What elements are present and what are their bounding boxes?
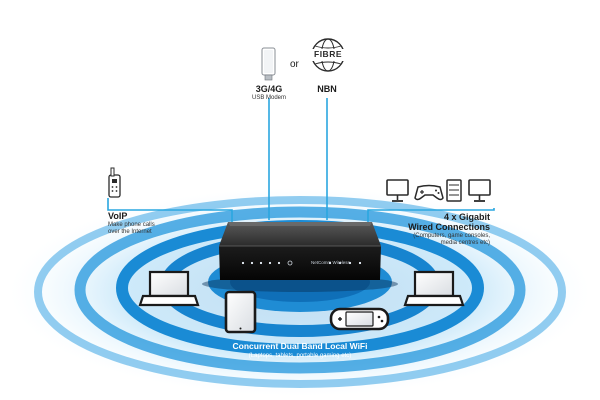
wifi-subtitle: (Laptops, tablets, portable gaming etc) (248, 353, 352, 359)
gamepad-icon (414, 184, 444, 201)
laptop-icon (138, 270, 200, 307)
laptop-icon (403, 270, 465, 307)
brand-logo-icon (287, 260, 293, 266)
modem-subtitle: USB Modem (251, 95, 286, 101)
wired-title-line1: 4 x Gigabit (443, 212, 490, 222)
connection-lines (107, 98, 495, 222)
router-status-lights (241, 261, 362, 265)
voip-line1: Make phone calls (108, 222, 155, 228)
voip-line2: over the Internet (108, 229, 152, 235)
tablet-icon (224, 290, 257, 334)
wired-wire (367, 208, 495, 222)
voip-wire (107, 198, 233, 222)
wired-desc-line2: media centres etc) (440, 240, 490, 246)
or-label: or (290, 59, 299, 70)
router-brand: NetComm Wireless (311, 260, 350, 265)
voip-title: VoIP (108, 211, 128, 221)
usb-modem-icon (261, 47, 276, 81)
wired-desc-line1: (Computers, game consoles, (413, 233, 490, 239)
fibre-globe-icon (309, 38, 347, 72)
media-centre-icon (446, 179, 462, 202)
fibre-badge: FIBRE (314, 49, 342, 59)
nbn-title: NBN (317, 84, 337, 94)
wired-title-line2: Wired Connections (408, 222, 490, 232)
phone-icon (108, 167, 121, 198)
modem-title: 3G/4G (255, 84, 283, 94)
monitor-icon (468, 179, 491, 202)
monitor-icon (386, 179, 409, 202)
handheld-console-icon (329, 307, 390, 331)
router (202, 222, 398, 292)
wifi-title: Concurrent Dual Band Local WiFi (232, 341, 368, 351)
